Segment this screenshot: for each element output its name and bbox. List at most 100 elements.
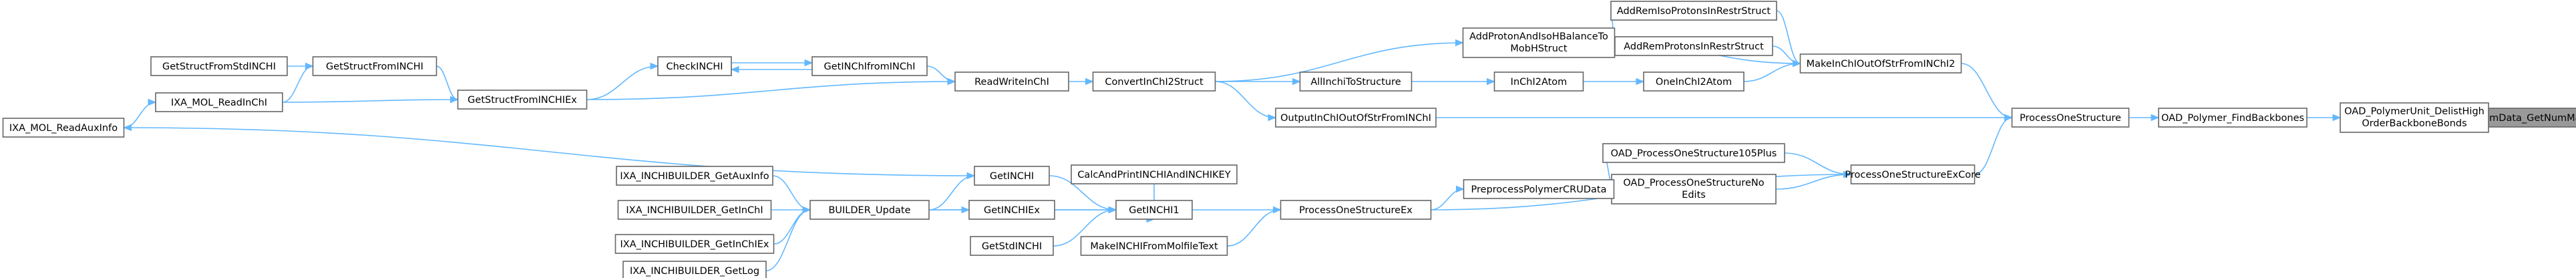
node-box[interactable]	[2011, 108, 2130, 128]
node-box[interactable]	[150, 56, 288, 76]
node-label: BUILDER_Update	[828, 205, 910, 216]
node-box[interactable]	[457, 90, 588, 110]
node-oad_pu[interactable]: OAD_PolymerUnit_DelistHighOrderBackboneB…	[2340, 102, 2489, 133]
node-gsfsi[interactable]: GetStructFromStdINCHI	[150, 56, 288, 76]
node-ixb_gl[interactable]: IXA_INCHIBUILDER_GetLog	[622, 261, 767, 278]
node-mifm[interactable]: MakeINCHIFromMolfileText	[1080, 236, 1228, 256]
node-box[interactable]	[1799, 53, 1962, 74]
node-box[interactable]	[1643, 72, 1744, 92]
node-getstdinchi[interactable]: GetStdINCHI	[970, 236, 1054, 256]
node-label: InChI2Atom	[1511, 77, 1568, 88]
arrow-head-gsfie-to-checkinchi	[650, 62, 659, 70]
arrow-head-conv-to-oiocs	[1268, 114, 1277, 122]
node-box[interactable]	[1493, 72, 1584, 92]
node-box[interactable]	[614, 234, 775, 254]
node-getinchi1[interactable]: GetINCHI1	[1115, 200, 1193, 220]
node-label: ConvertInChI2Struct	[1105, 77, 1204, 88]
node-ixb_ga[interactable]: IXA_INCHIBUILDER_GetAuxInfo	[616, 166, 773, 186]
edge-mifm-to-posex	[1227, 209, 1281, 247]
node-ixa_rai[interactable]: IXA_MOL_ReadAuxInfo	[2, 118, 125, 138]
node-box[interactable]	[1463, 179, 1615, 199]
node-label: GetINCHI1	[1129, 205, 1179, 216]
node-allinchi[interactable]: AllInchiToStructure	[1299, 72, 1413, 92]
node-label: OneInChI2Atom	[1656, 77, 1732, 88]
node-box[interactable]	[1092, 72, 1216, 92]
node-box[interactable]	[1614, 36, 1773, 56]
node-box[interactable]	[622, 261, 767, 278]
node-box[interactable]	[1275, 108, 1437, 128]
node-box[interactable]	[809, 200, 930, 220]
node-ppcru[interactable]: PreprocessPolymerCRUData	[1463, 179, 1615, 199]
node-conv[interactable]: ConvertInChI2Struct	[1092, 72, 1216, 92]
node-box[interactable]	[155, 92, 283, 112]
node-box[interactable]	[968, 200, 1055, 220]
edge-getinchi-to-ixa_rai	[124, 127, 975, 176]
arrow-head-bu-to-getinchiex	[961, 206, 970, 214]
node-getinchi[interactable]: GetINCHI	[974, 166, 1050, 186]
node-rwi[interactable]: ReadWriteInChI	[954, 72, 1069, 92]
node-box[interactable]	[2, 118, 125, 138]
node-ixb_gie[interactable]: IXA_INCHIBUILDER_GetInChIEx	[614, 234, 775, 254]
node-box[interactable]	[1080, 236, 1228, 256]
node-inchi2atom[interactable]: InChI2Atom	[1493, 72, 1584, 92]
node-oad_p105[interactable]: OAD_ProcessOneStructure105Plus	[1602, 143, 1785, 163]
node-gsfi[interactable]: GetStructFromINCHI	[312, 56, 437, 76]
arrow-head-gifi-to-checkinchi	[730, 65, 739, 74]
node-box[interactable]	[811, 56, 928, 76]
node-label: AddRemIsoProtonsInRestrStruct	[1617, 6, 1771, 17]
node-posec[interactable]: ProcessOneStructureExCore	[1845, 164, 1981, 184]
edge-conv-to-apai	[1215, 42, 1463, 82]
node-label: GetINChIfromINChI	[823, 61, 915, 72]
node-label: MakeInChIOutOfStrFromINChI2	[1807, 59, 1956, 70]
node-box[interactable]	[2340, 102, 2489, 133]
arrow-head-gsfie-to-rwi	[947, 78, 956, 86]
node-box[interactable]	[1611, 174, 1777, 204]
node-pos[interactable]: ProcessOneStructure	[2011, 108, 2130, 128]
edge-ixb_gie-to-bu	[773, 209, 811, 245]
node-oad_fb[interactable]: OAD_Polymer_FindBackbones	[2158, 108, 2308, 128]
node-box[interactable]	[1850, 164, 1976, 184]
node-box[interactable]	[1602, 143, 1785, 163]
node-posex[interactable]: ProcessOneStructureEx	[1280, 200, 1432, 220]
arrow-head-ixa_ri-to-gsfi	[305, 62, 314, 70]
node-box[interactable]	[617, 200, 772, 220]
node-bu[interactable]: BUILDER_Update	[809, 200, 930, 220]
node-capik[interactable]: CalcAndPrintINCHIAndINCHIKEY	[1071, 164, 1238, 184]
node-box[interactable]	[1071, 164, 1238, 184]
node-box[interactable]	[2158, 108, 2308, 128]
arrow-head-pos-to-oad_fb	[2151, 114, 2160, 122]
arrow-head-ixa_rai-to-ixa_ri	[148, 98, 157, 106]
edge-posex-to-ppcru	[1431, 188, 1464, 211]
node-gsfie[interactable]: GetStructFromINCHIEx	[457, 90, 588, 110]
node-mico[interactable]: MakeInChIOutOfStrFromINChI2	[1799, 53, 1962, 74]
arrow-head-mifm-to-posex	[1273, 206, 1282, 214]
node-label: OAD_PolymerUnit_DelistHigh	[2344, 106, 2485, 117]
node-box[interactable]	[974, 166, 1050, 186]
node-box[interactable]	[1115, 200, 1193, 220]
node-label: AllInchiToStructure	[1310, 77, 1401, 88]
node-box[interactable]	[1610, 1, 1777, 21]
node-getinchiex[interactable]: GetINCHIEx	[968, 200, 1055, 220]
node-oiocs[interactable]: OutputInChIOutOfStrFromINChI	[1275, 108, 1437, 128]
node-box[interactable]	[1299, 72, 1413, 92]
node-box[interactable]	[657, 56, 732, 76]
node-box[interactable]	[970, 236, 1054, 256]
node-gifi[interactable]: GetINChIfromINChI	[811, 56, 928, 76]
node-arp[interactable]: AddRemProtonsInRestrStruct	[1614, 36, 1773, 56]
node-box[interactable]	[1462, 27, 1616, 58]
edge-getstdinchi-to-getinchi1	[1053, 209, 1117, 247]
node-arip[interactable]: AddRemIsoProtonsInRestrStruct	[1610, 1, 1777, 21]
node-label: OAD_ProcessOneStructureNo	[1623, 178, 1764, 188]
node-ixa_ri[interactable]: IXA_MOL_ReadInChI	[155, 92, 283, 112]
node-box[interactable]	[1280, 200, 1432, 220]
node-ixb_gi[interactable]: IXA_INCHIBUILDER_GetInChI	[617, 200, 772, 220]
node-box[interactable]	[954, 72, 1069, 92]
node-checkinchi[interactable]: CheckINCHI	[657, 56, 732, 76]
node-oneinchi[interactable]: OneInChI2Atom	[1643, 72, 1744, 92]
edge-ixb_ga-to-bu	[772, 175, 811, 211]
node-label: GetStructFromStdINCHI	[162, 61, 276, 72]
node-box[interactable]	[616, 166, 773, 186]
node-box[interactable]	[312, 56, 437, 76]
